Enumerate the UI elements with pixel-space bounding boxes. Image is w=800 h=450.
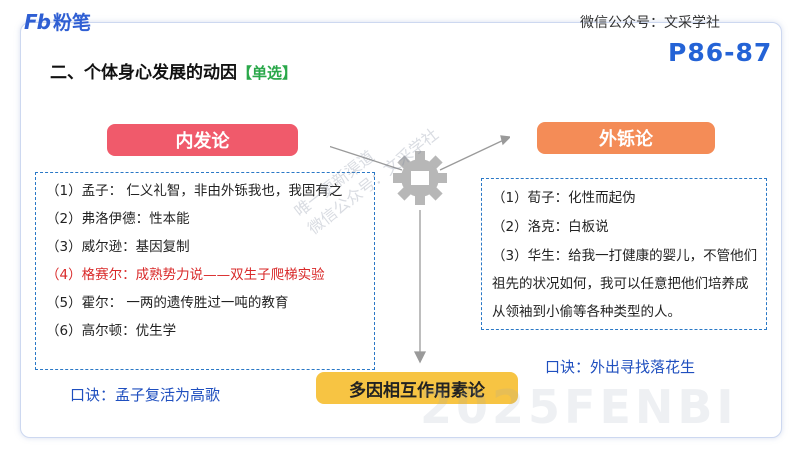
arrow-to-outer: [439, 137, 509, 171]
section-title: 二、个体身心发展的动因【单选】: [50, 58, 297, 83]
inner-mnemonic: 口诀：孟子复活为高歌: [70, 386, 221, 404]
logo-text: 粉笔: [52, 12, 91, 34]
arrow-head-multi: [413, 351, 427, 364]
outer-item-xunzi: （1）荀子：化性而起伪: [492, 190, 636, 206]
inner-item-wilson: （3）威尔逊：基因复制: [46, 239, 190, 255]
watermark-year: 2025FENBI: [420, 380, 738, 434]
inner-item-hall: （5）霍尔： 一两的遗传胜过一吨的教育: [46, 295, 289, 311]
outer-theory-box: （1）荀子：化性而起伪 （2）洛克：白板说 （3）华生：给我一打健康的婴儿，不管…: [481, 178, 767, 330]
multi-factor-theory-label: 多因相互作用素论: [316, 372, 518, 404]
section-title-text: 二、个体身心发展的动因: [50, 63, 237, 83]
inner-item-gesell: （4）格赛尔：成熟势力说——双生子爬梯实验: [46, 267, 325, 283]
question-type-tag: 【单选】: [237, 64, 298, 82]
outer-theory-label: 外铄论: [537, 122, 715, 154]
outer-mnemonic: 口诀：外出寻找落花生: [545, 358, 696, 376]
outer-item-watson: （3）华生：给我一打健康的婴儿，不管他们祖先的状况如何，我可以任意把他们培养成从…: [492, 248, 758, 320]
wechat-account: 微信公众号：文采学社: [580, 15, 720, 31]
page-reference: P86-87: [668, 38, 773, 67]
inner-theory-box: （1）孟子： 仁义礼智，非由外铄我也，我固有之 （2）弗洛伊德：性本能 （3）威…: [35, 172, 375, 370]
inner-item-galton: （6）高尔顿：优生学: [46, 323, 177, 339]
arrow-head-outer: [500, 135, 510, 146]
outer-item-locke: （2）洛克：白板说: [492, 219, 609, 235]
fenbi-logo: Fb 粉笔: [24, 8, 91, 35]
arrow-to-inner: [330, 145, 403, 171]
inner-theory-label: 内发论: [107, 124, 298, 156]
gear-diagram: [330, 135, 510, 364]
logo-mark: Fb: [24, 9, 51, 34]
inner-item-freud: （2）弗洛伊德：性本能: [46, 211, 190, 227]
inner-item-mencius: （1）孟子： 仁义礼智，非由外铄我也，我固有之: [46, 183, 343, 199]
